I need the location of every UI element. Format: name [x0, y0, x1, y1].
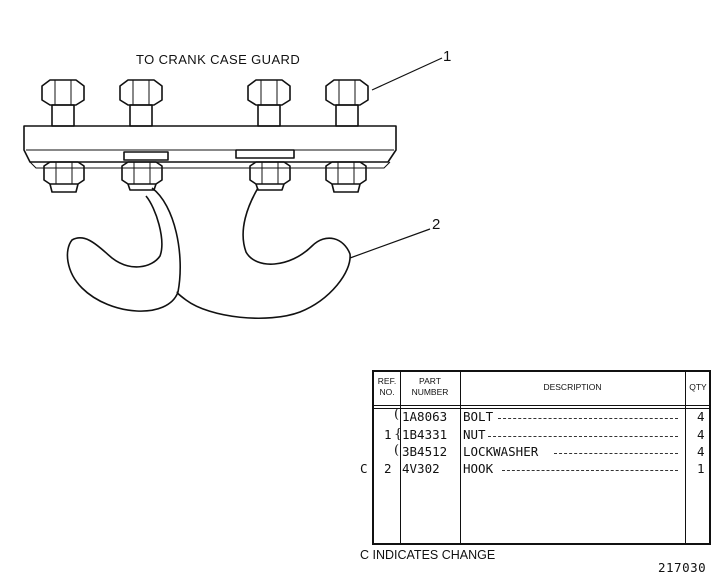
- row-qty: 4: [697, 444, 705, 459]
- bolt: [325, 79, 369, 127]
- row-ref: 2: [384, 461, 392, 476]
- header-rule: [374, 408, 709, 409]
- row-description: BOLT: [463, 409, 494, 424]
- header-description: DESCRIPTION: [543, 382, 602, 392]
- column-divider: [685, 372, 686, 543]
- row-leader-dots: [498, 418, 678, 419]
- callout-leader-2: [349, 228, 431, 259]
- brace-top: (: [394, 407, 400, 422]
- column-divider: [400, 372, 401, 543]
- hook: [66, 187, 351, 320]
- brace-mid: {: [394, 427, 403, 442]
- row-leader-dots: [554, 453, 678, 454]
- nut: [43, 161, 85, 193]
- row-leader-dots: [502, 470, 678, 471]
- row-description: LOCKWASHER: [463, 444, 539, 459]
- header-rule: [374, 405, 709, 406]
- nut: [249, 161, 291, 191]
- bolt: [247, 79, 291, 127]
- header-qty: QTY: [689, 382, 707, 392]
- nut: [325, 161, 367, 193]
- mounting-plate: [23, 125, 397, 169]
- row-description: NUT: [463, 427, 486, 442]
- row-leader-dots: [488, 436, 678, 437]
- row-part-number: 3B4512: [402, 444, 448, 459]
- brace-bottom: (: [394, 443, 400, 458]
- change-mark: C: [360, 461, 368, 476]
- bolt: [119, 79, 163, 127]
- row-qty: 4: [697, 409, 705, 424]
- row-qty: 4: [697, 427, 705, 442]
- callout-leader-1: [371, 57, 443, 91]
- header-ref-no: REF.NO.: [377, 376, 397, 397]
- row-description: HOOK: [463, 461, 494, 476]
- column-divider: [460, 372, 461, 543]
- row-part-number: 4V302: [402, 461, 440, 476]
- hook-bracket: [123, 149, 295, 161]
- row-part-number: 1A8063: [402, 409, 448, 424]
- figure-number: 217030: [658, 560, 707, 575]
- caption-to-crank-case-guard: TO CRANK CASE GUARD: [136, 52, 301, 67]
- row-ref: 1: [384, 427, 392, 442]
- callout-number-1: 1: [443, 48, 452, 65]
- bolt: [41, 79, 85, 127]
- change-note: C INDICATES CHANGE: [360, 548, 496, 562]
- callout-number-2: 2: [432, 216, 441, 233]
- row-qty: 1: [697, 461, 705, 476]
- row-part-number: 1B4331: [402, 427, 448, 442]
- nut: [121, 161, 163, 191]
